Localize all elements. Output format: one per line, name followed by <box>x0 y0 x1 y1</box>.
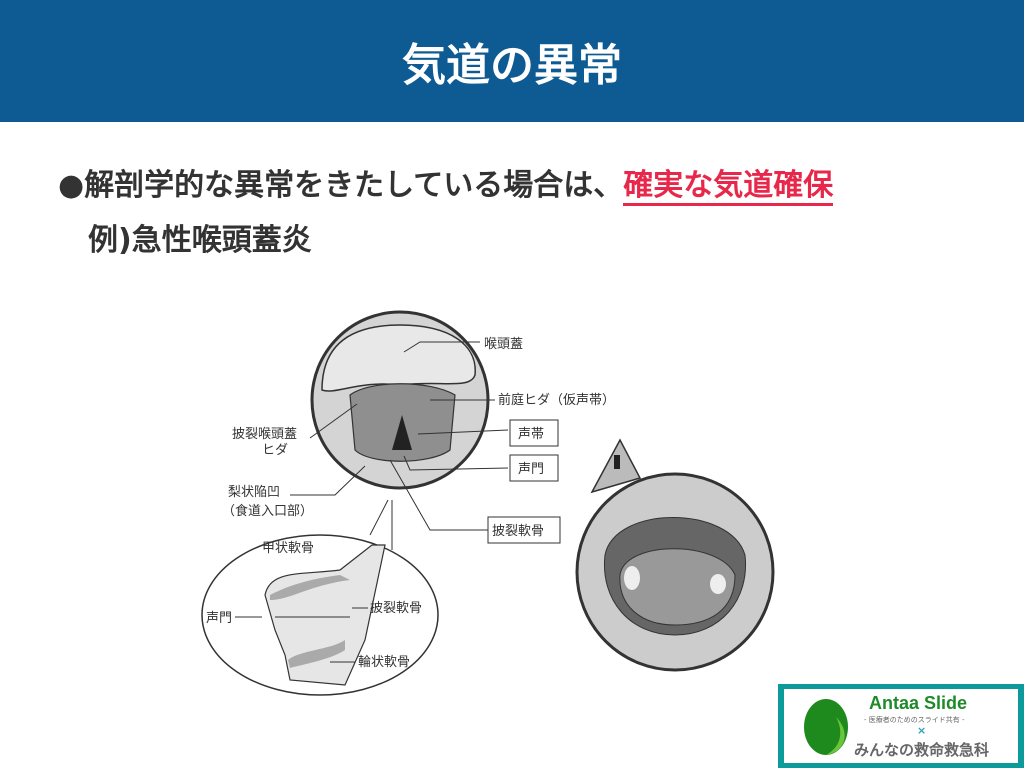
label-cricoid-cartilage: 輪状軟骨 <box>358 654 410 670</box>
bullet-marker: ● <box>58 168 85 203</box>
label-glottis-side: 声門 <box>206 611 232 626</box>
bullet-text: 解剖学的な異常をきたしている場合は、 <box>84 168 624 203</box>
label-vocal-cord: 声帯 <box>518 427 544 442</box>
slide-title: 気道の異常 <box>402 40 622 91</box>
antaa-slide-logo: Antaa Slide - 医療者のためのスライド共有 - × みんなの救命救急… <box>778 684 1024 768</box>
logo-partner: みんなの救命救急科 <box>854 741 990 759</box>
bullet-example: 例)急性喉頭蓋炎 <box>88 223 312 258</box>
label-piriform-2: （食道入口部） <box>222 503 313 519</box>
slide-header: 気道の異常 <box>0 0 1024 122</box>
label-arytenoid-side: 披裂軟骨 <box>370 600 422 616</box>
logo-cross: × <box>917 724 927 737</box>
leaf-logo-icon <box>804 699 848 755</box>
label-aryepiglottic-fold-2: ヒダ <box>262 443 288 458</box>
label-epiglottis: 喉頭蓋 <box>484 337 523 352</box>
bullet-1: ●解剖学的な異常をきたしている場合は、確実な気道確保 <box>58 160 834 206</box>
label-aryepiglottic-fold: 披裂喉頭蓋 <box>232 427 297 442</box>
label-thyroid-cartilage: 甲状軟骨 <box>262 540 314 556</box>
logo-title: Antaa Slide <box>869 693 968 713</box>
logo-subtitle: - 医療者のためのスライド共有 - <box>864 716 965 724</box>
label-piriform: 梨状陥凹 <box>228 485 280 500</box>
label-glottis: 声門 <box>518 462 544 477</box>
bullet-emphasis: 確実な気道確保 <box>623 168 834 206</box>
label-arytenoid: 披裂軟骨 <box>492 523 544 539</box>
label-vestibular-fold: 前庭ヒダ（仮声帯） <box>498 392 615 408</box>
